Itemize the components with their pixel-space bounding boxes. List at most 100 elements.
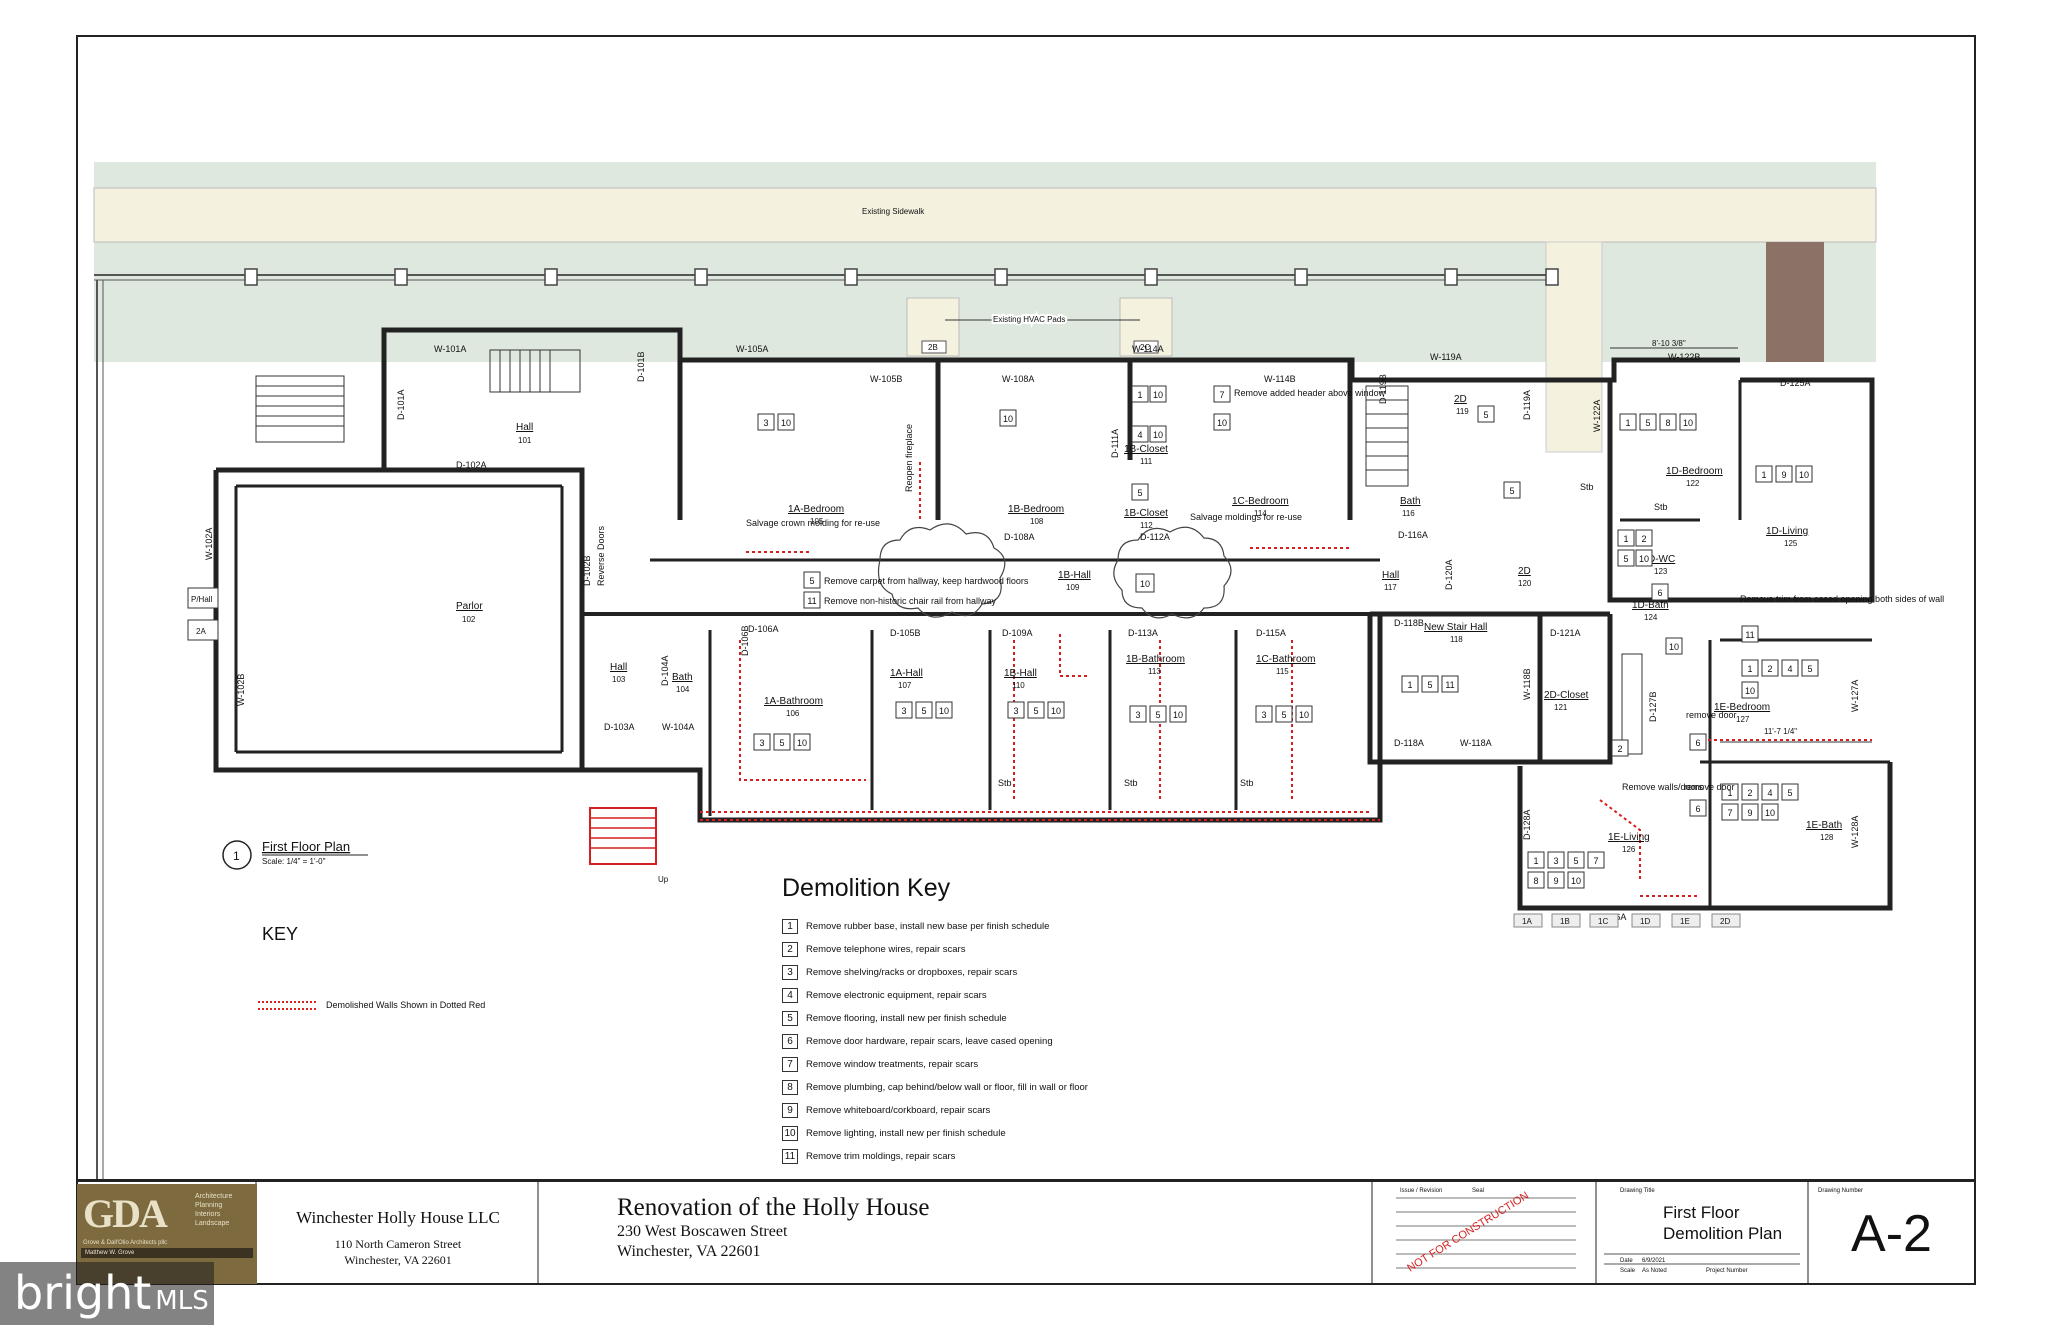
room-name: 1E-Bedroom: [1714, 702, 1770, 713]
hvac-tag-2b: 2B: [928, 343, 938, 352]
plan-label: W-127A: [1850, 680, 1860, 712]
plan-label: D-101B: [636, 351, 646, 382]
plan-label: Salvage moldings for re-use: [1190, 512, 1302, 522]
revision-lines: [1396, 1197, 1576, 1269]
svg-text:11: 11: [1745, 630, 1754, 640]
plan-label: Remove non-historic chair rail from hall…: [824, 596, 997, 606]
svg-text:1: 1: [1137, 390, 1142, 400]
plan-label: Stb: [1654, 502, 1668, 512]
plan-label: W-105A: [736, 344, 768, 354]
svg-text:10: 10: [1639, 554, 1649, 564]
plan-label: Reopen fireplace: [904, 424, 914, 492]
room-name: 1E-Bath: [1806, 820, 1842, 831]
demolition-key-title: Demolition Key: [782, 874, 951, 902]
entry-stair-treads: [590, 817, 656, 849]
svg-text:10: 10: [781, 418, 791, 428]
svg-text:10: 10: [797, 738, 807, 748]
room-name: 1D-Living: [1766, 526, 1808, 537]
building-walls: [213, 327, 1893, 911]
plan-label: W-119A: [1430, 352, 1462, 362]
plan-label: D-101A: [396, 389, 406, 420]
plan-label: Date: [1620, 1258, 1633, 1264]
plan-label: 123: [1654, 567, 1668, 576]
plan-label: D-127B: [1648, 691, 1658, 722]
plan-label: 2D: [1720, 917, 1730, 926]
hvac-label: Existing HVAC Pads: [993, 315, 1065, 324]
plan-label: 106: [786, 709, 800, 718]
svg-text:5: 5: [1787, 788, 1792, 798]
plan-label: D-115A: [1256, 628, 1286, 638]
plan-label: As Noted: [1642, 1268, 1667, 1274]
svg-text:7: 7: [1219, 390, 1224, 400]
svg-text:10: 10: [1140, 579, 1150, 589]
dotted-red-line: [258, 1000, 316, 1010]
plan-label: 115: [1276, 667, 1289, 676]
room-name: Bath: [1400, 496, 1421, 507]
plan-label: 117: [1384, 583, 1397, 592]
sheet-number: A-2: [1851, 1205, 1932, 1263]
plan-label: D-116A: [1398, 530, 1428, 540]
svg-text:1: 1: [1625, 418, 1630, 428]
plan-label: D-113A: [1128, 628, 1158, 638]
svg-text:9: 9: [1553, 876, 1558, 886]
plan-label: 125: [1784, 539, 1798, 548]
revision-header: Issue / Revision: [1400, 1188, 1442, 1194]
client-block: Winchester Holly House LLC 110 North Cam…: [257, 1182, 539, 1286]
svg-text:11: 11: [807, 596, 816, 606]
plan-label: D-112A: [1140, 532, 1170, 542]
plan-label: 113: [1148, 667, 1161, 676]
plan-label: W-101A: [434, 344, 466, 354]
plan-label: 1: [233, 849, 240, 863]
entry-stair-demo: [589, 807, 657, 865]
plan-label: D-102B: [582, 555, 592, 586]
logo-contact: Matthew W. Grove: [81, 1248, 253, 1258]
svg-text:4: 4: [1787, 664, 1792, 674]
plan-label: 1A: [1522, 917, 1532, 926]
plan-label: 107: [898, 681, 912, 690]
demolished-walls-legend: Demolished Walls Shown in Dotted Red: [258, 1000, 485, 1010]
plan-label: remove door: [1686, 710, 1737, 720]
room-name: 1E-Living: [1608, 832, 1650, 843]
svg-text:5: 5: [1281, 710, 1286, 720]
plan-label: 128: [1820, 833, 1834, 842]
logo-letters: GDA: [83, 1191, 168, 1236]
svg-text:5: 5: [1807, 664, 1812, 674]
plan-label: 1D: [1640, 917, 1650, 926]
plan-label: D-118B: [1394, 618, 1424, 628]
svg-text:2: 2: [1617, 744, 1622, 754]
svg-text:9: 9: [1781, 470, 1786, 480]
room-name: 1A-Bathroom: [764, 696, 823, 707]
svg-text:5: 5: [1427, 680, 1432, 690]
plan-label: D-118A: [1394, 738, 1424, 748]
side-tags: P/Hall 2A: [187, 587, 219, 641]
room-name: 1C-Bathroom: [1256, 654, 1315, 665]
plan-label: W-114A: [1132, 344, 1164, 354]
svg-text:1: 1: [1727, 788, 1732, 798]
room-name: Hall: [516, 422, 533, 433]
room-name: Hall: [1382, 570, 1399, 581]
svg-text:5: 5: [1645, 418, 1650, 428]
plan-label: First Floor Plan: [262, 839, 350, 854]
plan-label: 109: [1066, 583, 1080, 592]
room-name: 1B-Bedroom: [1008, 504, 1064, 515]
plan-label: D-108A: [1004, 532, 1035, 542]
svg-text:10: 10: [939, 706, 949, 716]
room-labels: Hall 101 Parlor 102 Hall 103 Bath 104 1A…: [456, 394, 1842, 854]
svg-text:4: 4: [1767, 788, 1772, 798]
svg-text:5: 5: [1573, 856, 1578, 866]
plan-label: 127: [1736, 715, 1750, 724]
plan-label: 114: [1254, 509, 1267, 518]
plan-label: 108: [1030, 517, 1044, 526]
svg-text:5: 5: [1033, 706, 1038, 716]
plan-label: 1C: [1598, 917, 1608, 926]
legend-text: Demolished Walls Shown in Dotted Red: [326, 1000, 486, 1010]
plan-label: D-121A: [1550, 628, 1581, 638]
svg-text:3: 3: [901, 706, 906, 716]
plan-label: Stb: [1240, 778, 1254, 788]
plan-label: 121: [1554, 703, 1568, 712]
svg-text:9: 9: [1747, 808, 1752, 818]
